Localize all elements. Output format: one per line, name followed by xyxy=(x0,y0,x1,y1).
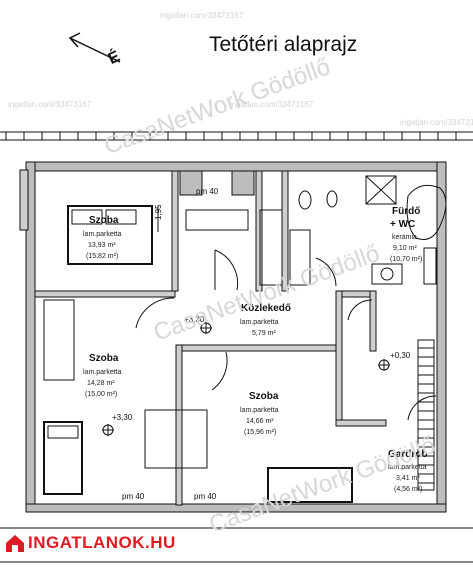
svg-text:(15,82 m²): (15,82 m²) xyxy=(86,253,118,260)
stairs xyxy=(417,339,435,491)
svg-text:Gardrób: Gardrób xyxy=(388,449,427,460)
bed-room1 xyxy=(67,205,153,265)
svg-text:3,41 m²: 3,41 m² xyxy=(396,475,420,482)
svg-text:14,28 m²: 14,28 m² xyxy=(87,380,115,387)
svg-text:Fürdő: Fürdő xyxy=(392,206,420,217)
watermark-site-3: ingatlan.com/33473167 xyxy=(400,118,473,127)
svg-text:lam.parketta: lam.parketta xyxy=(388,464,427,471)
watermark-site-4: ingatlan.com/33473167 xyxy=(160,11,244,20)
doors xyxy=(135,249,437,421)
svg-text:(10,70 m²): (10,70 m²) xyxy=(390,256,422,263)
svg-text:lam.parketta: lam.parketta xyxy=(240,319,279,326)
svg-text:lam.parketta: lam.parketta xyxy=(83,369,122,376)
room-kozlekedo: Közlekedő lam.parketta 5,79 m² xyxy=(240,303,291,337)
svg-text:+ WC: + WC xyxy=(390,219,415,230)
roof-eave xyxy=(0,131,473,141)
svg-text:Szoba: Szoba xyxy=(249,391,279,402)
level-label-gardrob: +0,30 xyxy=(390,351,411,360)
furniture xyxy=(43,209,311,469)
logo-text: INGATLANOK.HU xyxy=(28,533,176,552)
svg-text:(15,00 m²): (15,00 m²) xyxy=(85,391,117,398)
svg-text:14,66 m²: 14,66 m² xyxy=(246,418,274,425)
svg-text:13,93 m²: 13,93 m² xyxy=(88,242,116,249)
room-furdo: Fürdő + WC kerámia 9,10 m² (10,70 m²) xyxy=(390,206,422,263)
level-label-corridor: +3,30 xyxy=(184,315,205,324)
room-gardrob: Gardrób lam.parketta 3,41 m² (4,56 m²) xyxy=(388,449,427,493)
svg-text:(15,96 m²): (15,96 m²) xyxy=(244,429,276,436)
svg-text:Szoba: Szoba xyxy=(89,215,119,226)
svg-text:Szoba: Szoba xyxy=(89,353,119,364)
room-szoba-3: Szoba lam.parketta 14,66 m² (15,96 m²) xyxy=(240,391,279,436)
bed-room3 xyxy=(267,467,353,503)
level-label-room2: +3,30 xyxy=(112,413,133,422)
watermark-site-2: ingatlan.com/33473167 xyxy=(230,100,314,109)
room-szoba-2: Szoba lam.parketta 14,28 m² (15,00 m²) xyxy=(83,353,122,398)
plan-title: Tetőtéri alaprajz xyxy=(209,33,357,56)
level-markers xyxy=(102,322,390,436)
logo-banner xyxy=(0,531,208,557)
pm-label-bottom-left: pm 40 xyxy=(122,492,145,501)
svg-text:lam.parketta: lam.parketta xyxy=(83,231,122,238)
chimney xyxy=(179,170,255,196)
svg-text:9,10 m²: 9,10 m² xyxy=(393,245,417,252)
room-szoba-1: Szoba lam.parketta 13,93 m² (15,82 m²) xyxy=(83,215,122,260)
pm-label-bottom-center: pm 40 xyxy=(194,492,217,501)
house-logo-icon xyxy=(6,535,24,552)
dimension-label: 1,95 xyxy=(154,204,163,220)
north-arrow-icon: É xyxy=(68,32,123,68)
pm-label-top: pm 40 xyxy=(196,187,219,196)
svg-text:Közlekedő: Közlekedő xyxy=(241,303,291,314)
compass-letter: É xyxy=(105,46,123,68)
svg-text:lam.parketta: lam.parketta xyxy=(240,407,279,414)
inner-walls xyxy=(19,169,387,506)
svg-text:5,79 m²: 5,79 m² xyxy=(252,330,276,337)
svg-text:(4,56 m²): (4,56 m²) xyxy=(394,486,422,493)
bed-room2 xyxy=(43,421,83,495)
watermark-site-1: ingatlan.com/33473167 xyxy=(8,100,92,109)
bathroom-fixtures xyxy=(298,175,447,285)
svg-text:kerámia: kerámia xyxy=(392,234,417,241)
